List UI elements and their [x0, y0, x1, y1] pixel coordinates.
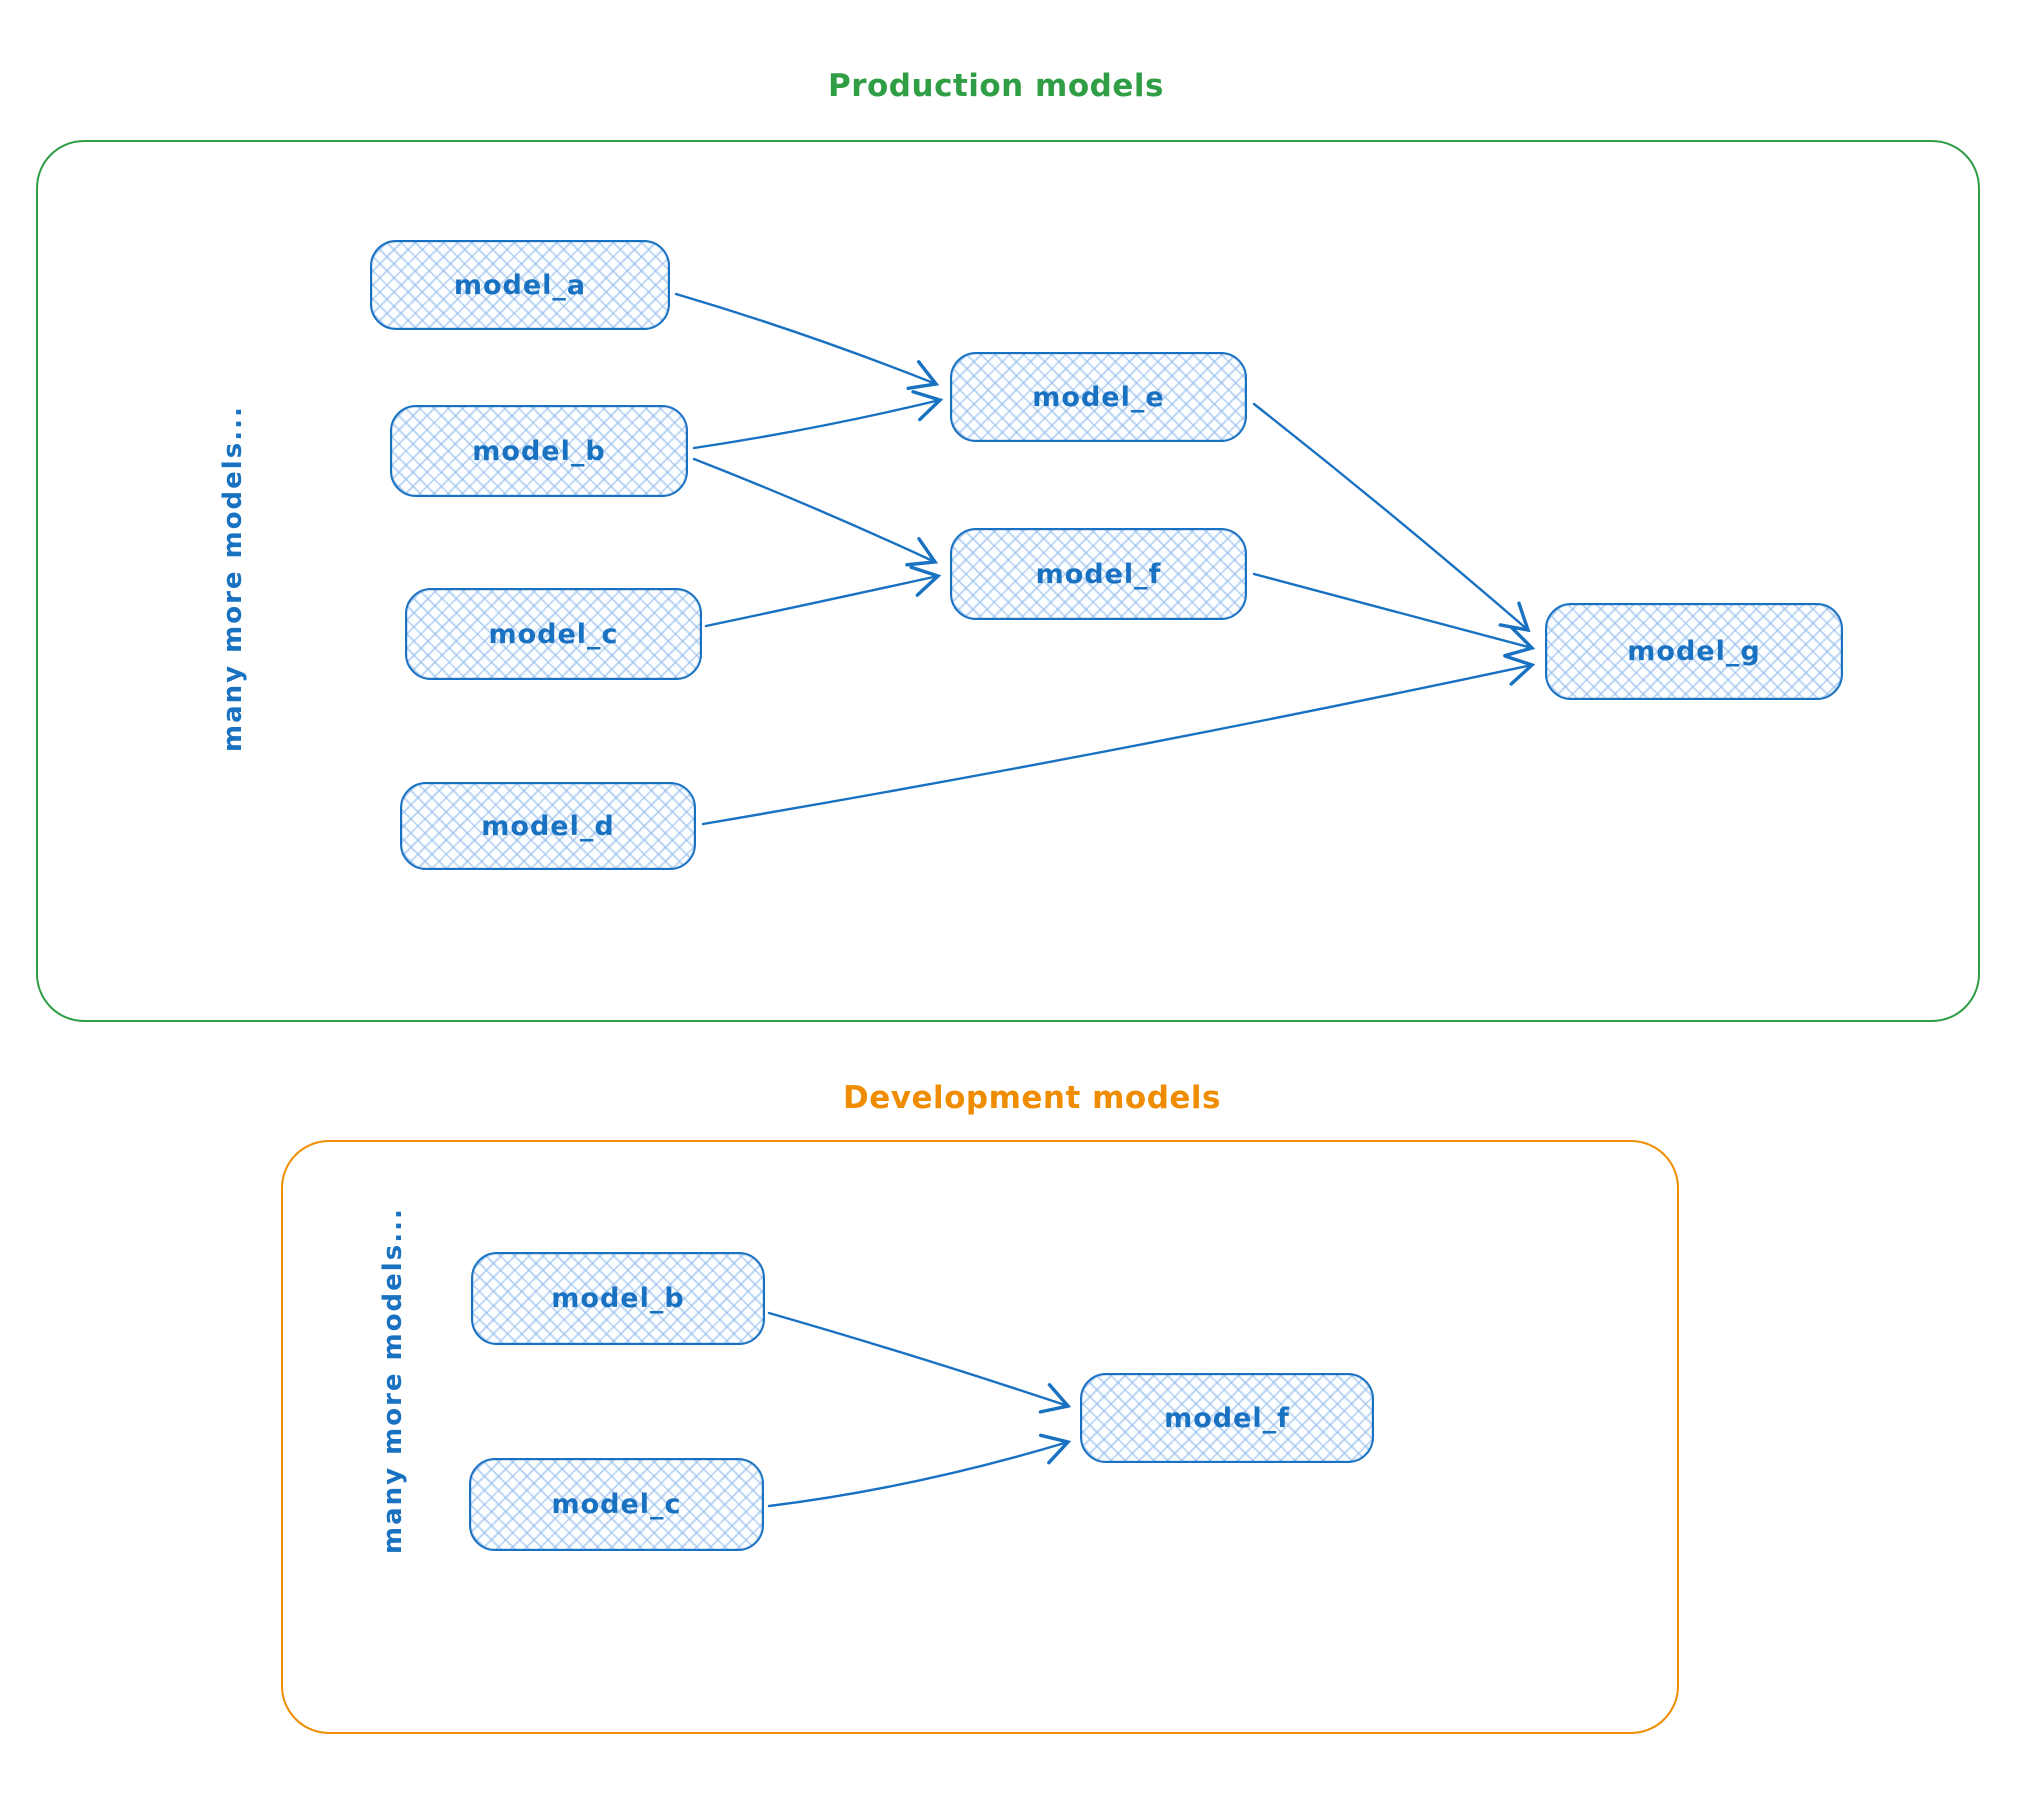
development-side-label: many more models... [378, 1207, 408, 1554]
node-label-model-c: model_c [488, 618, 619, 650]
node-production-model-c: model_c [405, 588, 702, 680]
node-label-model-b: model_b [472, 435, 606, 467]
node-label-model-d: model_d [481, 810, 615, 842]
node-production-model-d: model_d [400, 782, 696, 870]
node-label-model-f: model_f [1035, 558, 1162, 590]
node-label-model-a: model_a [453, 269, 587, 301]
node-label-dev-model-f: model_f [1164, 1402, 1290, 1434]
node-production-model-b: model_b [390, 405, 688, 497]
node-development-model-f: model_f [1080, 1373, 1374, 1463]
node-development-model-b: model_b [471, 1252, 765, 1345]
node-label-dev-model-c: model_c [551, 1489, 682, 1520]
node-label-dev-model-b: model_b [551, 1283, 685, 1314]
node-label-model-e: model_e [1032, 381, 1165, 413]
node-production-model-a: model_a [370, 240, 670, 330]
node-production-model-f: model_f [950, 528, 1247, 620]
development-group-title: Development models [843, 1080, 1222, 1116]
node-label-model-g: model_g [1627, 636, 1761, 667]
production-group-title: Production models [828, 68, 1164, 104]
development-group-container [281, 1140, 1679, 1734]
node-production-model-g: model_g [1545, 603, 1843, 700]
node-development-model-c: model_c [469, 1458, 764, 1551]
node-production-model-e: model_e [950, 352, 1247, 442]
production-group-container [36, 140, 1980, 1022]
production-side-label: many more models... [218, 405, 248, 752]
